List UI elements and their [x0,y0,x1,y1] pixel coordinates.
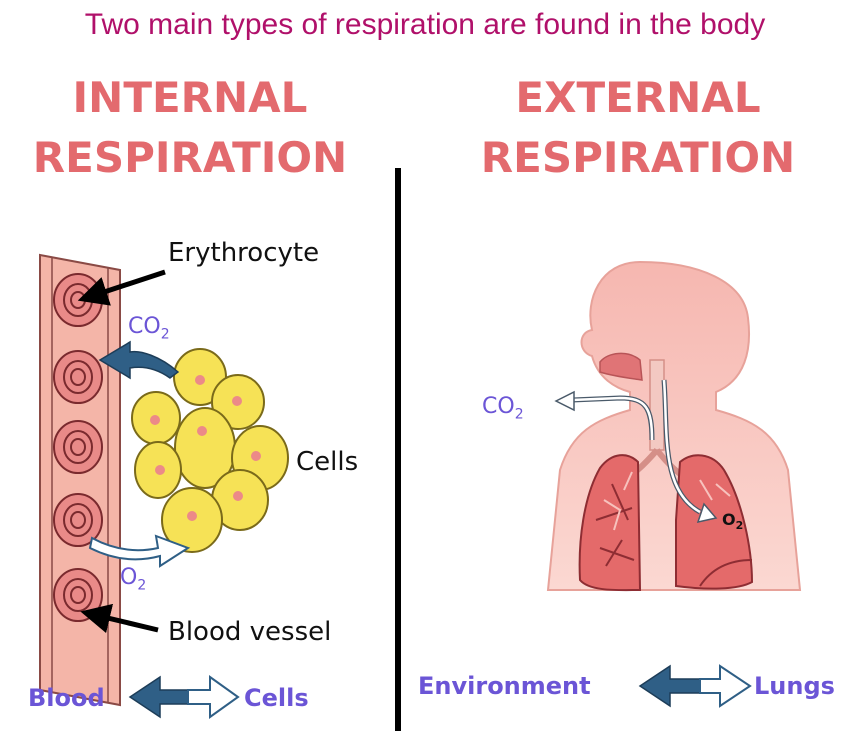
right-lung [675,454,754,590]
internal-respiration-title: INTERNAL RESPIRATION [20,68,360,188]
external-title-line2: RESPIRATION [480,133,796,182]
blood-cells-exchange-arrow [128,675,240,719]
flow-label-environment: Environment [418,672,591,700]
flow-label-lungs: Lungs [754,672,835,700]
o2-label-internal: O2 [120,565,147,594]
lungs [578,454,754,592]
internal-title-line1: INTERNAL [72,73,308,122]
flow-label-blood: Blood [28,684,105,712]
erythrocyte-2 [53,350,103,404]
erythrocyte-label: Erythrocyte [168,238,320,268]
o2-label-external: O2 [722,510,744,533]
erythrocyte-1 [53,273,103,327]
erythrocyte-pointer [77,269,166,306]
co2-label-external: CO2 [482,394,524,423]
external-respiration-title: EXTERNAL RESPIRATION [468,68,808,188]
co2-arrow-internal [98,340,180,380]
cell-cluster [131,348,289,553]
blood-vessel-pointer [80,603,159,634]
cells-label: Cells [296,447,359,477]
erythrocyte-5 [53,568,103,622]
panel-divider [395,168,401,731]
blood-vessel-label: Blood vessel [168,617,332,647]
figure-caption: Two main types of respiration are found … [84,8,766,41]
external-title-line1: EXTERNAL [515,73,761,122]
o2-arrow-internal [88,534,191,568]
environment-lungs-exchange-arrow [638,664,752,708]
internal-title-line2: RESPIRATION [32,133,348,182]
erythrocyte-4 [53,493,103,547]
co2-label-internal: CO2 [128,314,170,343]
erythrocyte-3 [53,420,103,474]
flow-label-cells: Cells [244,684,309,712]
cell-nuclei [150,375,261,521]
